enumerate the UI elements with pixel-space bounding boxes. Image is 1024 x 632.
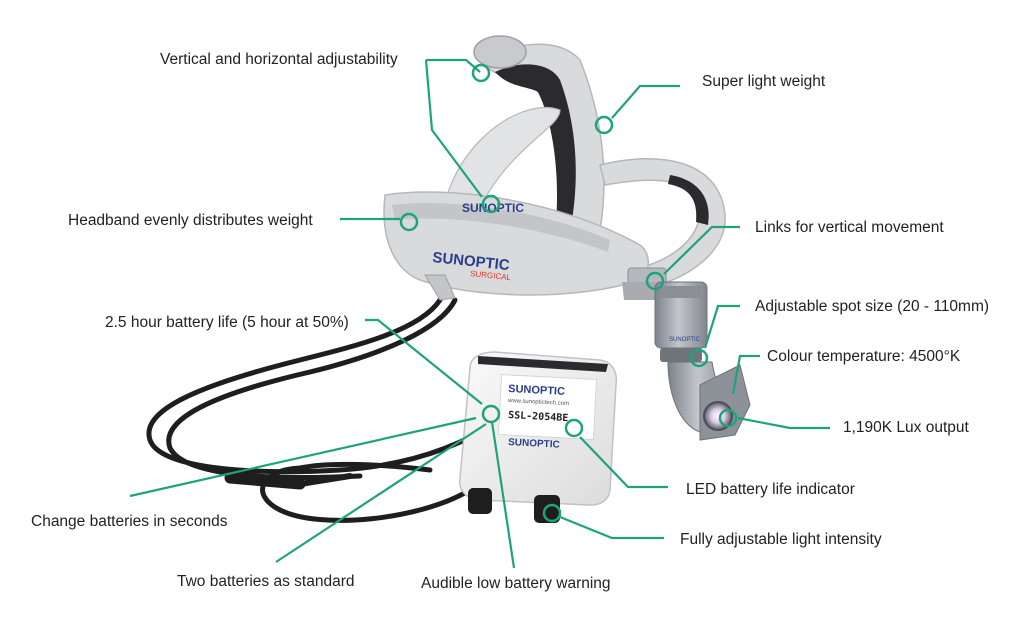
label-led-indicator: LED battery life indicator <box>686 481 855 498</box>
battery-pack: SUNOPTIC www.sunoptictech.com SSL-2054BE… <box>458 351 618 523</box>
label-battery-life: 2.5 hour battery life (5 hour at 50%) <box>105 314 349 331</box>
marker-adjustability-strap <box>481 194 501 214</box>
leader-spot-size <box>703 304 740 349</box>
headlight: SUNOPTIC <box>622 267 751 441</box>
label-adjustability: Vertical and horizontal adjustability <box>160 51 398 68</box>
leader-adjustability-top <box>426 58 481 73</box>
band-brand-sub: SURGICAL <box>470 269 512 282</box>
lamp-brand-text: SUNOPTIC <box>669 337 701 343</box>
battery-model-text: SSL-2054BE <box>508 410 569 424</box>
marker-adjustability-top <box>471 63 491 83</box>
leader-change-batteries <box>129 416 477 498</box>
leader-adjustability-strap <box>424 59 483 198</box>
marker-led-indicator <box>564 418 584 438</box>
leader-led-indicator <box>579 436 668 489</box>
label-light-weight: Super light weight <box>702 73 826 90</box>
leader-light-weight <box>611 84 680 119</box>
leader-links <box>663 225 740 275</box>
leader-lux <box>737 416 830 430</box>
marker-colour-lux <box>718 408 738 428</box>
battery-url-text: www.sunoptictech.com <box>507 398 569 407</box>
label-lux: 1,190K Lux output <box>843 419 969 436</box>
battery-brand-text: SUNOPTIC <box>508 383 565 398</box>
marker-light-weight <box>594 115 614 135</box>
battery-brand-text-2: SUNOPTIC <box>508 437 560 451</box>
marker-headband <box>399 212 419 232</box>
leader-low-battery <box>490 421 516 569</box>
leader-lines <box>129 58 830 569</box>
marker-batteries <box>481 404 501 424</box>
label-colour-temp: Colour temperature: 4500°K <box>767 348 961 365</box>
label-links: Links for vertical movement <box>755 219 944 236</box>
leader-battery-life <box>365 318 483 405</box>
strap-brand-text: SUNOPTIC <box>462 201 524 215</box>
label-change-batteries: Change batteries in seconds <box>31 513 228 530</box>
marker-spot-size <box>689 348 709 368</box>
label-two-batteries: Two batteries as standard <box>177 573 355 590</box>
label-intensity: Fully adjustable light intensity <box>680 531 882 548</box>
marker-intensity <box>542 503 562 523</box>
callout-markers <box>399 63 738 523</box>
leader-two-batteries <box>275 423 487 563</box>
label-low-battery: Audible low battery warning <box>421 575 611 592</box>
headband: SUNOPTIC SURGICAL SUNOPTIC <box>383 35 726 301</box>
power-cable <box>146 297 503 523</box>
leader-colour-temp <box>731 354 760 395</box>
label-spot-size: Adjustable spot size (20 - 110mm) <box>755 298 990 315</box>
leader-intensity <box>559 515 664 540</box>
label-headband: Headband evenly distributes weight <box>68 212 313 229</box>
marker-links <box>645 271 665 291</box>
